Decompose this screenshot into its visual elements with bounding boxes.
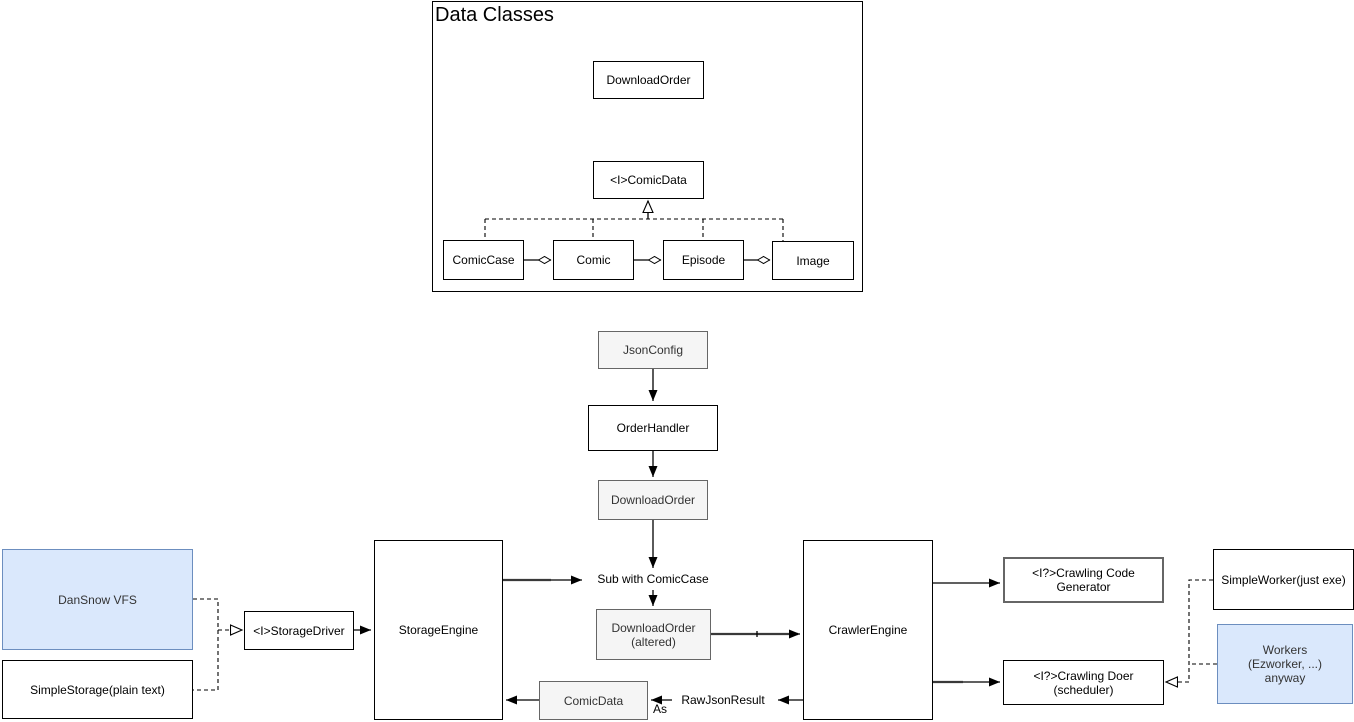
node-comic[interactable]: Comic xyxy=(553,240,634,280)
edge-realize-crawlingdoer[interactable] xyxy=(1166,579,1213,682)
node-simplestorage[interactable]: SimpleStorage(plain text) xyxy=(2,660,193,719)
node-dc-comicdata[interactable]: <I>ComicData xyxy=(593,161,704,199)
node-dc-downloadorder[interactable]: DownloadOrder xyxy=(593,61,704,99)
label-rawjsonresult[interactable]: RawJsonResult xyxy=(681,693,765,707)
node-dansnow-vfs[interactable]: DanSnow VFS xyxy=(2,549,193,650)
node-comiccase[interactable]: ComicCase xyxy=(443,240,524,280)
node-storageengine[interactable]: StorageEngine xyxy=(374,540,503,720)
node-downloadorder[interactable]: DownloadOrder xyxy=(598,480,708,520)
node-orderhandler[interactable]: OrderHandler xyxy=(588,405,718,451)
label-as[interactable]: As xyxy=(652,702,667,716)
node-episode[interactable]: Episode xyxy=(663,240,744,280)
node-storagedriver[interactable]: <I>StorageDriver xyxy=(244,611,354,650)
node-comicdata-result[interactable]: ComicData xyxy=(539,681,648,720)
container-title: Data Classes xyxy=(435,4,554,26)
node-image[interactable]: Image xyxy=(772,241,854,280)
label-sub-with-comiccase[interactable]: Sub with ComicCase xyxy=(597,572,709,586)
node-crawling-doer[interactable]: <I?>Crawling Doer (scheduler) xyxy=(1003,660,1164,705)
node-crawling-code-generator[interactable]: <I?>Crawling Code Generator xyxy=(1003,557,1164,603)
node-workers[interactable]: Workers (Ezworker, ...) anyway xyxy=(1217,624,1353,704)
edge-storage-impl-bus[interactable] xyxy=(193,598,219,691)
node-downloadorder-altered[interactable]: DownloadOrder (altered) xyxy=(596,609,711,660)
node-jsonconfig[interactable]: JsonConfig xyxy=(598,331,708,369)
node-crawlerengine[interactable]: CrawlerEngine xyxy=(803,540,933,720)
node-simpleworker[interactable]: SimpleWorker(just exe) xyxy=(1213,549,1354,610)
